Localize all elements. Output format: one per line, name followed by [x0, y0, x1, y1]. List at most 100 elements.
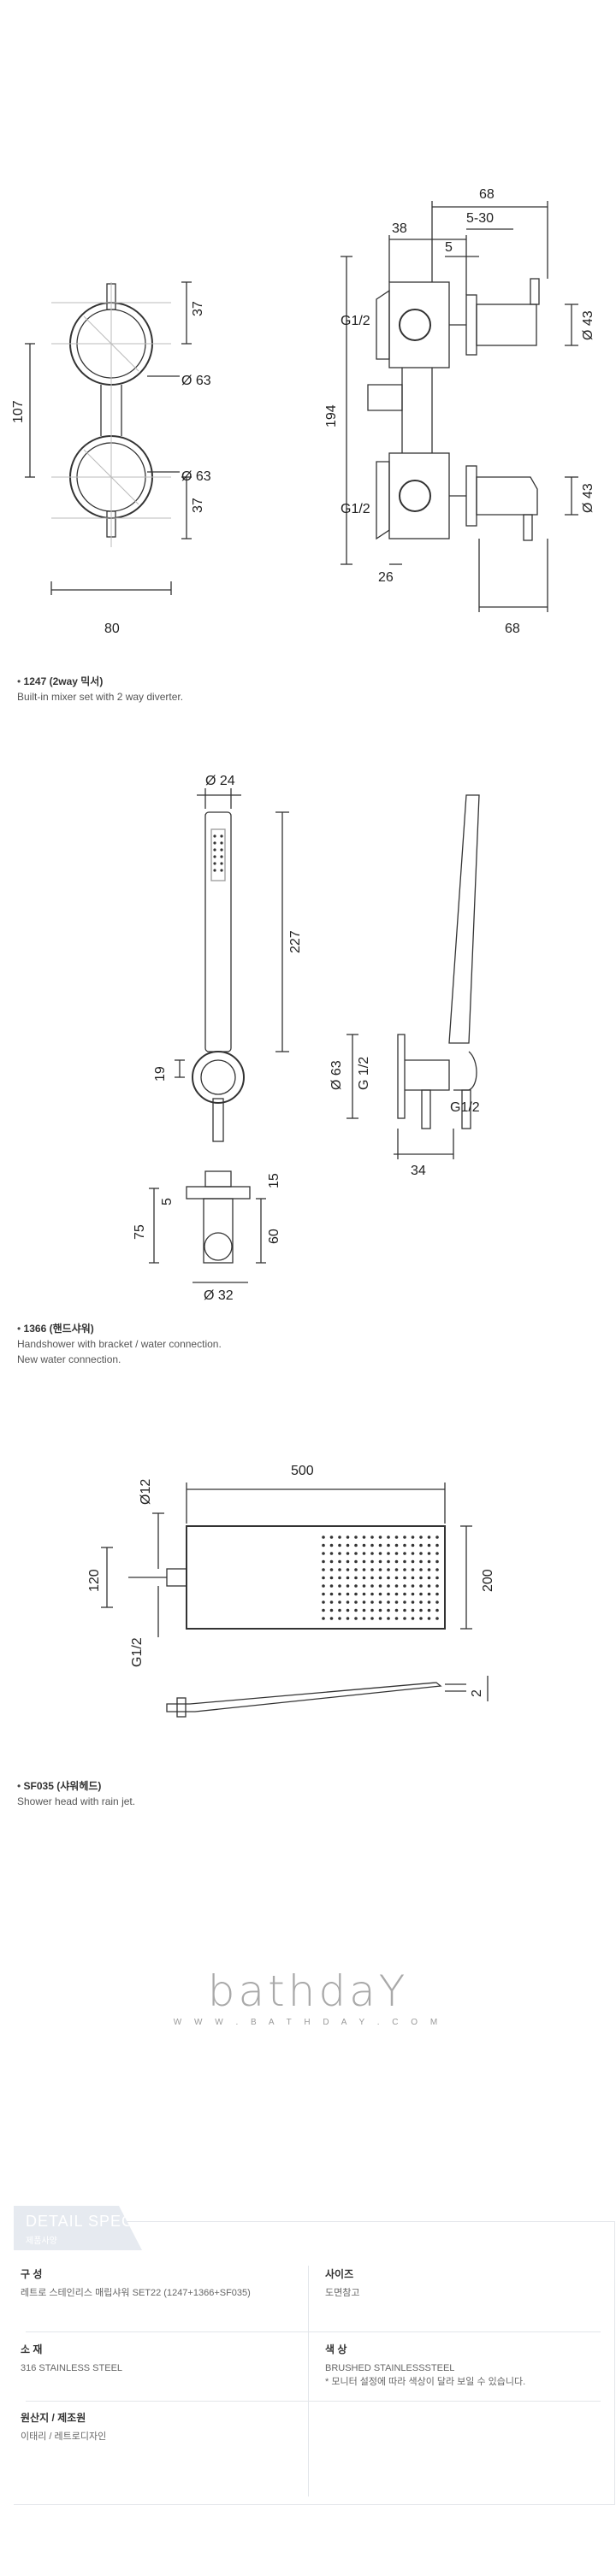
dim-107: 107 [11, 400, 26, 423]
nozzle-dot [394, 1584, 399, 1588]
nozzle-dot [394, 1576, 399, 1580]
wall-plate-side [397, 1034, 406, 1119]
dim-g12-side: G1/2 [450, 1100, 480, 1115]
nozzle-dot [394, 1592, 399, 1596]
nozzle-dot [427, 1552, 431, 1555]
nozzle-dot [354, 1600, 358, 1604]
nozzle-dot [378, 1600, 382, 1604]
nozzle-dot [338, 1559, 341, 1564]
nozzle-dot [346, 1584, 350, 1588]
nozzle-dot [403, 1576, 406, 1580]
nozzle-dot [378, 1584, 382, 1588]
dim-d32: Ø 32 [204, 1288, 234, 1303]
nozzle-dot [378, 1608, 382, 1612]
nozzle-dot [394, 1559, 399, 1564]
nozzle-dot [354, 1552, 358, 1555]
nozzle-dot [419, 1543, 423, 1547]
nozzle-dot [378, 1536, 382, 1539]
nozzle-dot [346, 1568, 350, 1571]
nozzle-dot [370, 1536, 374, 1539]
nozzle-dot [338, 1584, 341, 1588]
nozzle-dot [338, 1608, 341, 1612]
nozzle-dot [378, 1592, 382, 1596]
nozzle-dot [370, 1608, 374, 1612]
nozzle-dot [338, 1576, 341, 1580]
spec-tab: DETAIL SPEC 제품사양 [14, 2206, 142, 2250]
nozzle-dot [378, 1576, 382, 1580]
nozzle-dot [403, 1568, 406, 1571]
nozzle-dot [370, 1584, 374, 1588]
nozzle-dot [411, 1536, 415, 1539]
brand-logo: bathdaY W W W . B A T H D A Y . C O M [0, 1966, 616, 2027]
nozzle-dot [362, 1559, 366, 1564]
handshower-description-2: New water connection. [17, 1353, 121, 1365]
spec-tab-subtitle: 제품사양 [26, 2237, 57, 2246]
spec-origin-value: 이태리 / 레트로디자인 [21, 2432, 107, 2442]
nozzle-dot [322, 1543, 325, 1547]
nozzle-dot [435, 1576, 439, 1580]
spec-material-value: 316 STAINLESS STEEL [21, 2363, 123, 2373]
nozzle-dot [403, 1584, 406, 1588]
nozzle-dot [322, 1608, 325, 1612]
dim-194: 194 [324, 404, 339, 427]
nozzle-dot [403, 1543, 406, 1547]
brand-url: W W W . B A T H D A Y . C O M [173, 2018, 443, 2027]
bullet-icon: • [17, 1323, 24, 1335]
spec-size-value: 도면참고 [325, 2288, 360, 2298]
dim-34: 34 [411, 1164, 426, 1178]
showerhead-caption: • SF035 (샤워헤드) Shower head with rain jet… [17, 1778, 135, 1809]
spec-table [14, 2221, 615, 2505]
dim-5: 5 [160, 1198, 175, 1205]
nozzle-dot [435, 1592, 439, 1596]
dim-68-top: 68 [479, 187, 495, 202]
nozzle-dot [322, 1576, 325, 1580]
dim-75: 75 [133, 1224, 147, 1240]
handshower-caption: • 1366 (핸드샤워) Handshower with bracket / … [17, 1321, 222, 1367]
nozzle-dot [419, 1559, 423, 1564]
nozzle-dot [419, 1584, 423, 1588]
nozzle-dot [338, 1536, 341, 1539]
nozzle-dot [435, 1584, 439, 1588]
nozzle-dot [419, 1617, 423, 1620]
dim-38: 38 [392, 221, 407, 236]
nozzle-dot [435, 1608, 439, 1612]
mixer-code: 1247 (2way 믹서) [23, 675, 104, 687]
bullet-icon: • [17, 1780, 24, 1792]
mixer-technical-drawing: 37 107 Ø 63 Ø 63 37 80 68 38 5-30 5 G1/2… [11, 187, 595, 636]
nozzle-dot [329, 1608, 334, 1612]
spec-composition-label: 구 성 [21, 2268, 43, 2280]
nozzle-dot [411, 1617, 415, 1620]
nozzle-dot [362, 1617, 366, 1620]
nozzle-dot [435, 1600, 439, 1604]
nozzle-dot [435, 1536, 439, 1539]
nozzle-dot [346, 1552, 350, 1555]
nozzle-dot [411, 1552, 415, 1555]
nozzle-dot [435, 1559, 439, 1564]
nozzle-dot [427, 1543, 431, 1547]
lower-lever-side [523, 514, 533, 541]
nozzle-dot [354, 1536, 358, 1539]
nozzle-dot [354, 1592, 358, 1596]
nozzle-dot [370, 1552, 374, 1555]
nozzle-dot [370, 1600, 374, 1604]
nozzle-dot [387, 1568, 390, 1571]
spec-row-divider [26, 2331, 601, 2332]
spec-composition-value: 레트로 스테인리스 매립샤워 SET22 (1247+1366+SF035) [21, 2288, 251, 2298]
nozzle-dot [394, 1568, 399, 1571]
nozzle-dot [387, 1608, 390, 1612]
spec-row-divider [26, 2401, 601, 2402]
nozzle-dot [387, 1576, 390, 1580]
nozzle-dot [329, 1559, 334, 1564]
nozzle-dot [394, 1552, 399, 1555]
nozzle-dot [411, 1568, 415, 1571]
nozzle-dot [403, 1536, 406, 1539]
nozzle-dot [411, 1576, 415, 1580]
spec-color-note: * 모니터 설정에 따라 색상이 달라 보일 수 있습니다. [325, 2377, 526, 2387]
lower-handle [476, 476, 538, 516]
dim-d63-upper: Ø 63 [181, 374, 211, 388]
dim-26: 26 [378, 570, 394, 585]
spec-color-label: 색 상 [325, 2343, 347, 2355]
dim-19: 19 [153, 1066, 168, 1082]
nozzle-dot [403, 1552, 406, 1555]
nozzle-dot [346, 1576, 350, 1580]
